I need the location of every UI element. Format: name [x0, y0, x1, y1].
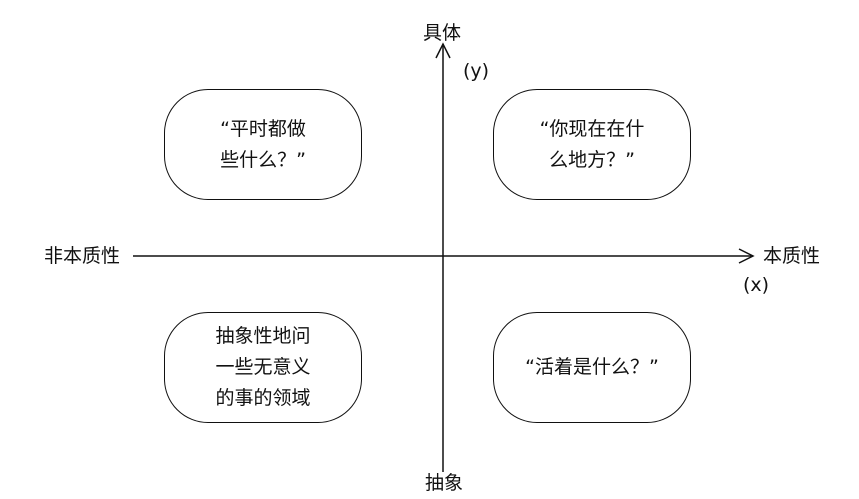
x-axis-arrowhead	[738, 248, 755, 264]
quadrant-text-line: 些什么？”	[220, 148, 306, 171]
y-axis-variable-label: (y)	[463, 60, 490, 82]
quadrant-top-left-box: “平时都做 些什么？”	[164, 89, 362, 200]
x-axis-variable-label: (x)	[743, 274, 770, 296]
quadrant-bottom-right-box: “活着是什么？”	[493, 312, 691, 423]
y-axis-bottom-label: 抽象	[425, 472, 464, 494]
quadrant-top-right-box: “你现在在什 么地方？”	[493, 89, 691, 200]
x-axis-left-label: 非本质性	[44, 245, 121, 267]
quadrant-text-line: 么地方？”	[549, 148, 635, 171]
y-axis-arrowhead	[435, 42, 451, 59]
quadrant-text-line: 抽象性地问	[215, 325, 311, 347]
x-axis-right-label: 本质性	[763, 245, 821, 267]
quadrant-text-line: 一些无意义	[215, 356, 311, 378]
quadrant-text-line: “你现在在什	[539, 117, 645, 140]
quadrant-text-line: 的事的领域	[215, 387, 311, 409]
quadrant-text-line: “平时都做	[220, 117, 306, 140]
y-axis-top-label: 具体	[423, 22, 462, 44]
quadrant-text-line: “活着是什么？”	[525, 356, 659, 378]
quadrant-bottom-left-box: 抽象性地问 一些无意义 的事的领域	[164, 312, 362, 423]
